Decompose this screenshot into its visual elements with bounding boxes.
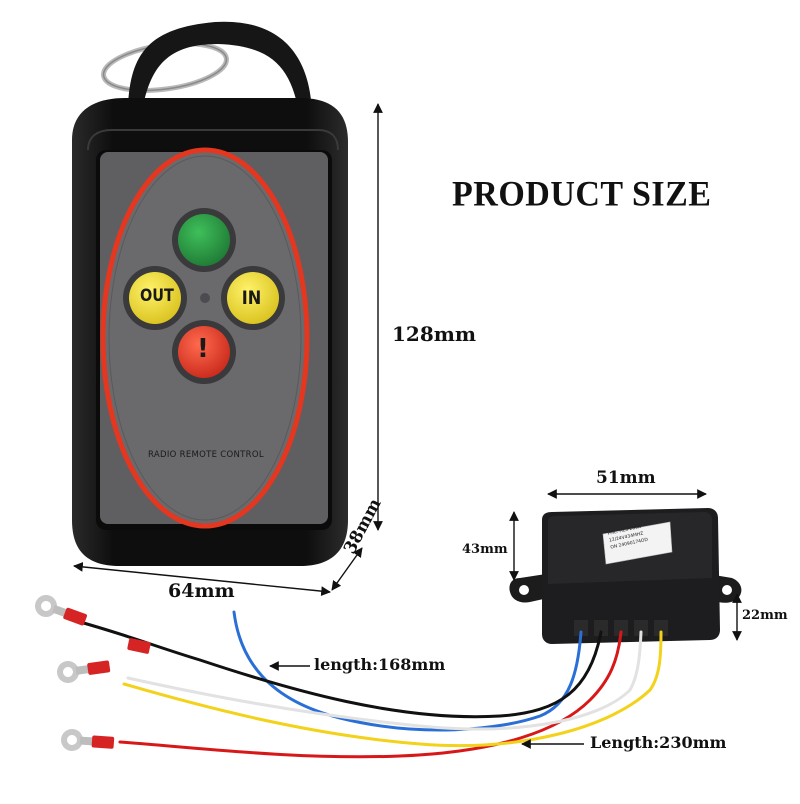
receiver-box bbox=[509, 508, 742, 644]
remote-height-label: 128mm bbox=[392, 322, 477, 346]
wire-bundle bbox=[78, 610, 663, 759]
receiver-depth-label: 22mm bbox=[742, 608, 788, 623]
alert-button-label: ! bbox=[197, 334, 209, 364]
depth-dimension-line bbox=[331, 547, 363, 591]
receiver-width-label: 51mm bbox=[596, 468, 656, 488]
wire-length-long-label: Length:230mm bbox=[590, 733, 727, 752]
out-button bbox=[123, 266, 187, 330]
width-dimension-line bbox=[73, 562, 331, 596]
in-button-label: IN bbox=[241, 287, 262, 309]
remote-width-label: 64mm bbox=[168, 580, 235, 602]
remote-label: RADIO REMOTE CONTROL bbox=[148, 450, 264, 460]
in-button bbox=[221, 266, 285, 330]
remote-control bbox=[72, 21, 348, 566]
page-title: PRODUCT SIZE bbox=[452, 175, 712, 214]
alert-button bbox=[172, 320, 236, 384]
receiver-height-label: 43mm bbox=[462, 542, 508, 557]
wire-length-short-label: length:168mm bbox=[314, 655, 446, 674]
out-button-label: OUT bbox=[139, 286, 174, 306]
ring-terminal-icon bbox=[35, 595, 151, 751]
green-button bbox=[172, 208, 236, 272]
